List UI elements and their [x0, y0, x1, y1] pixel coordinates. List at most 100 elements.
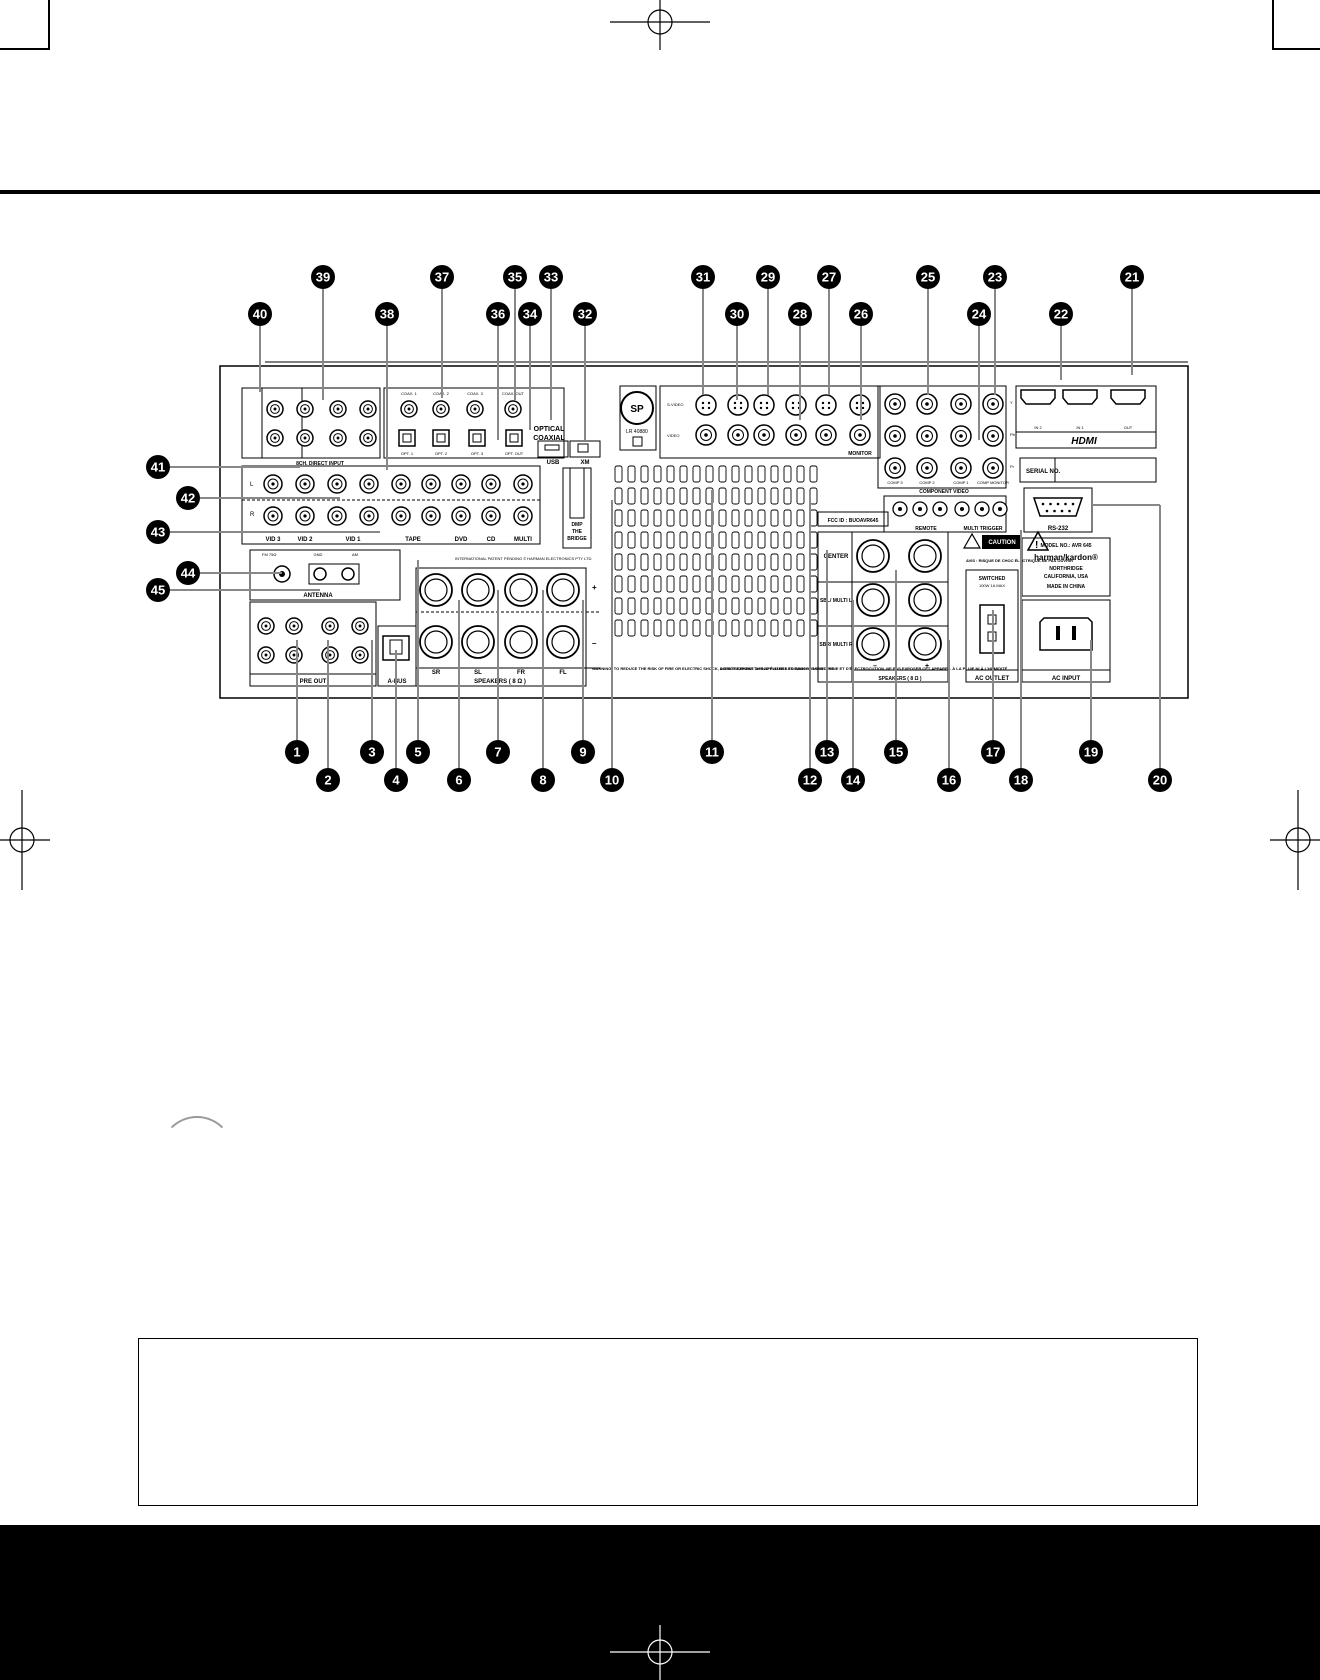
svg-text:6: 6: [455, 773, 462, 788]
svg-text:29: 29: [761, 270, 775, 285]
svg-text:27: 27: [822, 270, 836, 285]
hdmi-port[interactable]: [1020, 389, 1056, 405]
callout-41: 41: [146, 455, 170, 479]
rs232-pins: [1041, 502, 1075, 513]
vent-slot: [640, 487, 649, 505]
vent-slot: [796, 509, 805, 527]
svg-text:9: 9: [579, 745, 586, 760]
component-video-label: COMPONENT VIDEO: [919, 489, 969, 495]
fr-speaker-label: FR: [517, 670, 526, 676]
vent-slot: [692, 553, 701, 571]
speaker-minus-label: –: [592, 639, 597, 648]
registration-mark-bottom: [610, 1625, 710, 1680]
vent-slot: [614, 597, 623, 615]
am-antenna-terminal[interactable]: [308, 563, 360, 585]
callout-8: 8: [531, 768, 555, 792]
callout-4: 4: [384, 768, 408, 792]
svg-text:22: 22: [1054, 307, 1068, 322]
callout-5: 5: [406, 740, 430, 764]
s-video-jack[interactable]: [785, 394, 807, 416]
patent-text: INTERNATIONAL PATENT PENDING © HARMAN EL…: [455, 556, 592, 561]
northridge-label: NORTHRIDGE: [1049, 566, 1083, 572]
opt-out-label: OPT. OUT: [505, 451, 524, 456]
vent-slot: [653, 509, 662, 527]
vent-slot: [731, 575, 740, 593]
model-label: MODEL NO.: AVR 645: [1040, 543, 1091, 549]
right-channel-label: R: [250, 512, 255, 518]
hdmi-port[interactable]: [1110, 389, 1146, 405]
vent-slot: [770, 509, 779, 527]
usb-port[interactable]: [537, 440, 569, 458]
serial-no-label: SERIAL NO.: [1026, 469, 1061, 475]
vent-slot: [731, 465, 740, 483]
crop-mark-top-left-h: [0, 48, 50, 50]
switched-label: SWITCHED: [979, 576, 1006, 582]
svg-text:30: 30: [730, 307, 744, 322]
vent-slot: [744, 575, 753, 593]
vent-slot: [783, 619, 792, 637]
sbr-speaker-label: SBR/ MULTI R: [819, 642, 853, 648]
vent-slot: [627, 531, 636, 549]
comp-monitor-label: COMP MONITOR: [977, 480, 1009, 485]
s-video-jack[interactable]: [695, 394, 717, 416]
vent-slot: [770, 531, 779, 549]
vent-slot: [653, 619, 662, 637]
switched-max-label: 100W 1A MAX: [979, 583, 1005, 588]
callout-23: 23: [983, 265, 1007, 289]
vent-slot: [653, 575, 662, 593]
vent-slot: [718, 575, 727, 593]
s-video-jack[interactable]: [753, 394, 775, 416]
avis-label: AVIS : RISQUE DE CHOC ÉLECTRIQUE-NE PAS …: [966, 558, 1073, 563]
callout-42: 42: [176, 486, 200, 510]
vent-slot: [757, 465, 766, 483]
decorative-arc: [160, 1116, 234, 1190]
xm-port[interactable]: [569, 440, 601, 458]
vent-slot: [614, 575, 623, 593]
video-label: VIDEO: [667, 433, 679, 438]
pre-out-label: PRE OUT: [300, 679, 327, 685]
svg-text:37: 37: [435, 270, 449, 285]
optical-input-jack[interactable]: [505, 429, 523, 447]
speaker-plus-label: +: [592, 583, 597, 592]
hdmi-port[interactable]: [1062, 389, 1098, 405]
vent-slot: [666, 597, 675, 615]
svg-text:28: 28: [793, 307, 807, 322]
vent-slot: [718, 553, 727, 571]
vent-slot: [679, 619, 688, 637]
optical-input-jack[interactable]: [432, 429, 450, 447]
listing-mark: SP: [630, 404, 644, 415]
coax-out-label: COAX. OUT: [502, 391, 525, 396]
callout-25: 25: [916, 265, 940, 289]
optical-input-jack[interactable]: [398, 429, 416, 447]
callout-leader-lines: [170, 289, 1161, 768]
rs232-port[interactable]: [1032, 497, 1084, 517]
vid2-label: VID 2: [297, 537, 313, 543]
s-video-jack[interactable]: [815, 394, 837, 416]
vent-slot: [640, 553, 649, 571]
callout-badges: 4039383736353433323130292827262524232221…: [146, 265, 1172, 792]
vent-slot: [731, 487, 740, 505]
hdmi-out-label: OUT: [1124, 425, 1133, 430]
vent-slot: [757, 575, 766, 593]
registration-mark-right: [1270, 790, 1320, 890]
vent-slot: [640, 531, 649, 549]
vent-slot: [744, 487, 753, 505]
registration-mark-left: [0, 790, 50, 890]
callout-12: 12: [798, 768, 822, 792]
vent-slot: [770, 597, 779, 615]
vent-slot: [770, 487, 779, 505]
callout-6: 6: [447, 768, 471, 792]
vent-slot: [679, 531, 688, 549]
vent-slot: [783, 509, 792, 527]
vent-slot: [757, 509, 766, 527]
vent-slot: [679, 553, 688, 571]
callout-17: 17: [981, 740, 1005, 764]
svg-text:14: 14: [846, 773, 861, 788]
optical-input-jack[interactable]: [468, 429, 486, 447]
dvd-label: DVD: [455, 537, 468, 543]
sbl-speaker-label: SBL/ MULTI L: [820, 598, 852, 604]
vent-slot: [679, 575, 688, 593]
california-label: CALIFORNIA, USA: [1044, 574, 1089, 580]
callout-36: 36: [486, 302, 510, 326]
callout-31: 31: [691, 265, 715, 289]
